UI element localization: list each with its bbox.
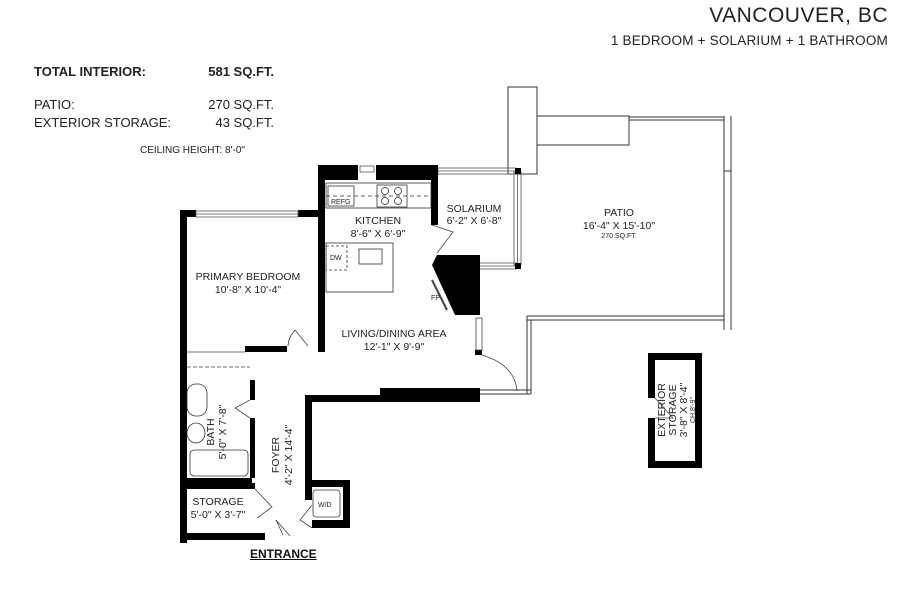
- patio-dims: 16'-4" X 15'-10": [583, 220, 655, 232]
- bath-dims: 5'-0" X 7'-8": [217, 404, 229, 459]
- exterior-storage-dims: 3'-8" X 8'-4": [678, 382, 690, 437]
- exterior-storage-row: EXTERIOR STORAGE: 43 SQ.FT.: [34, 114, 274, 132]
- exterior-storage-label-2: STORAGE: [667, 384, 679, 435]
- total-interior-label: TOTAL INTERIOR:: [34, 64, 146, 79]
- walls: [180, 165, 702, 543]
- storage-dims: 5'-0" X 3'-7": [191, 509, 246, 521]
- patio-label: PATIO: [604, 207, 634, 219]
- primary-bedroom-label: PRIMARY BEDROOM: [196, 271, 301, 283]
- entrance-label: ENTRANCE: [250, 547, 317, 561]
- area-summary: TOTAL INTERIOR: 581 SQ.FT. PATIO: 270 SQ…: [34, 63, 274, 132]
- patio-row: PATIO: 270 SQ.FT.: [34, 96, 274, 114]
- living-dining-dims: 12'-1" X 9'-9": [364, 341, 425, 353]
- exterior-storage-label-1: EXTERIOR: [656, 383, 668, 437]
- bedroom-window: [195, 210, 299, 218]
- kitchen-label: KITCHEN: [355, 215, 401, 227]
- patio-label: PATIO:: [34, 97, 75, 112]
- doors: [187, 224, 674, 537]
- patio-value: 270 SQ.FT.: [208, 97, 274, 112]
- refrigerator-label: REFG: [331, 199, 350, 206]
- ceiling-height: CEILING HEIGHT: 8'-0": [140, 145, 245, 156]
- total-interior-value: 581 SQ.FT.: [208, 64, 274, 79]
- solarium-dims: 6'-2" X 6'-8": [447, 215, 502, 227]
- total-interior-row: TOTAL INTERIOR: 581 SQ.FT.: [34, 63, 274, 81]
- solarium-label: SOLARIUM: [447, 203, 502, 215]
- kitchen-dims: 8'-6" X 6'-9": [351, 228, 406, 240]
- exterior-storage-ceiling: CH:8'-9": [690, 396, 697, 423]
- washer-dryer-label: W/D: [318, 502, 332, 509]
- fireplace-label: FP: [431, 295, 440, 302]
- exterior-storage-value: 43 SQ.FT.: [215, 115, 274, 130]
- exterior-storage-label: EXTERIOR STORAGE:: [34, 115, 172, 130]
- bath-fixtures: [186, 383, 249, 477]
- kitchen-counters: [325, 182, 432, 293]
- bath-label: BATH: [205, 418, 217, 445]
- living-dining-label: LIVING/DINING AREA: [341, 328, 446, 340]
- unit-type-subtitle: 1 BEDROOM + SOLARIUM + 1 BATHROOM: [610, 33, 888, 48]
- washer-dryer: [312, 489, 341, 518]
- patio-area: 270 SQ.FT.: [601, 233, 636, 240]
- dishwasher-label: DW: [330, 255, 342, 262]
- storage-label: STORAGE: [192, 496, 243, 508]
- foyer-label: FOYER: [270, 436, 282, 473]
- kitchen-vent: [359, 165, 375, 173]
- patio-outline: [480, 86, 732, 395]
- primary-bedroom-dims: 10'-8" X 10'-4": [215, 284, 282, 296]
- location-title: VANCOUVER, BC: [709, 4, 888, 27]
- foyer-dims: 4'-2" X 14'-4": [283, 424, 295, 485]
